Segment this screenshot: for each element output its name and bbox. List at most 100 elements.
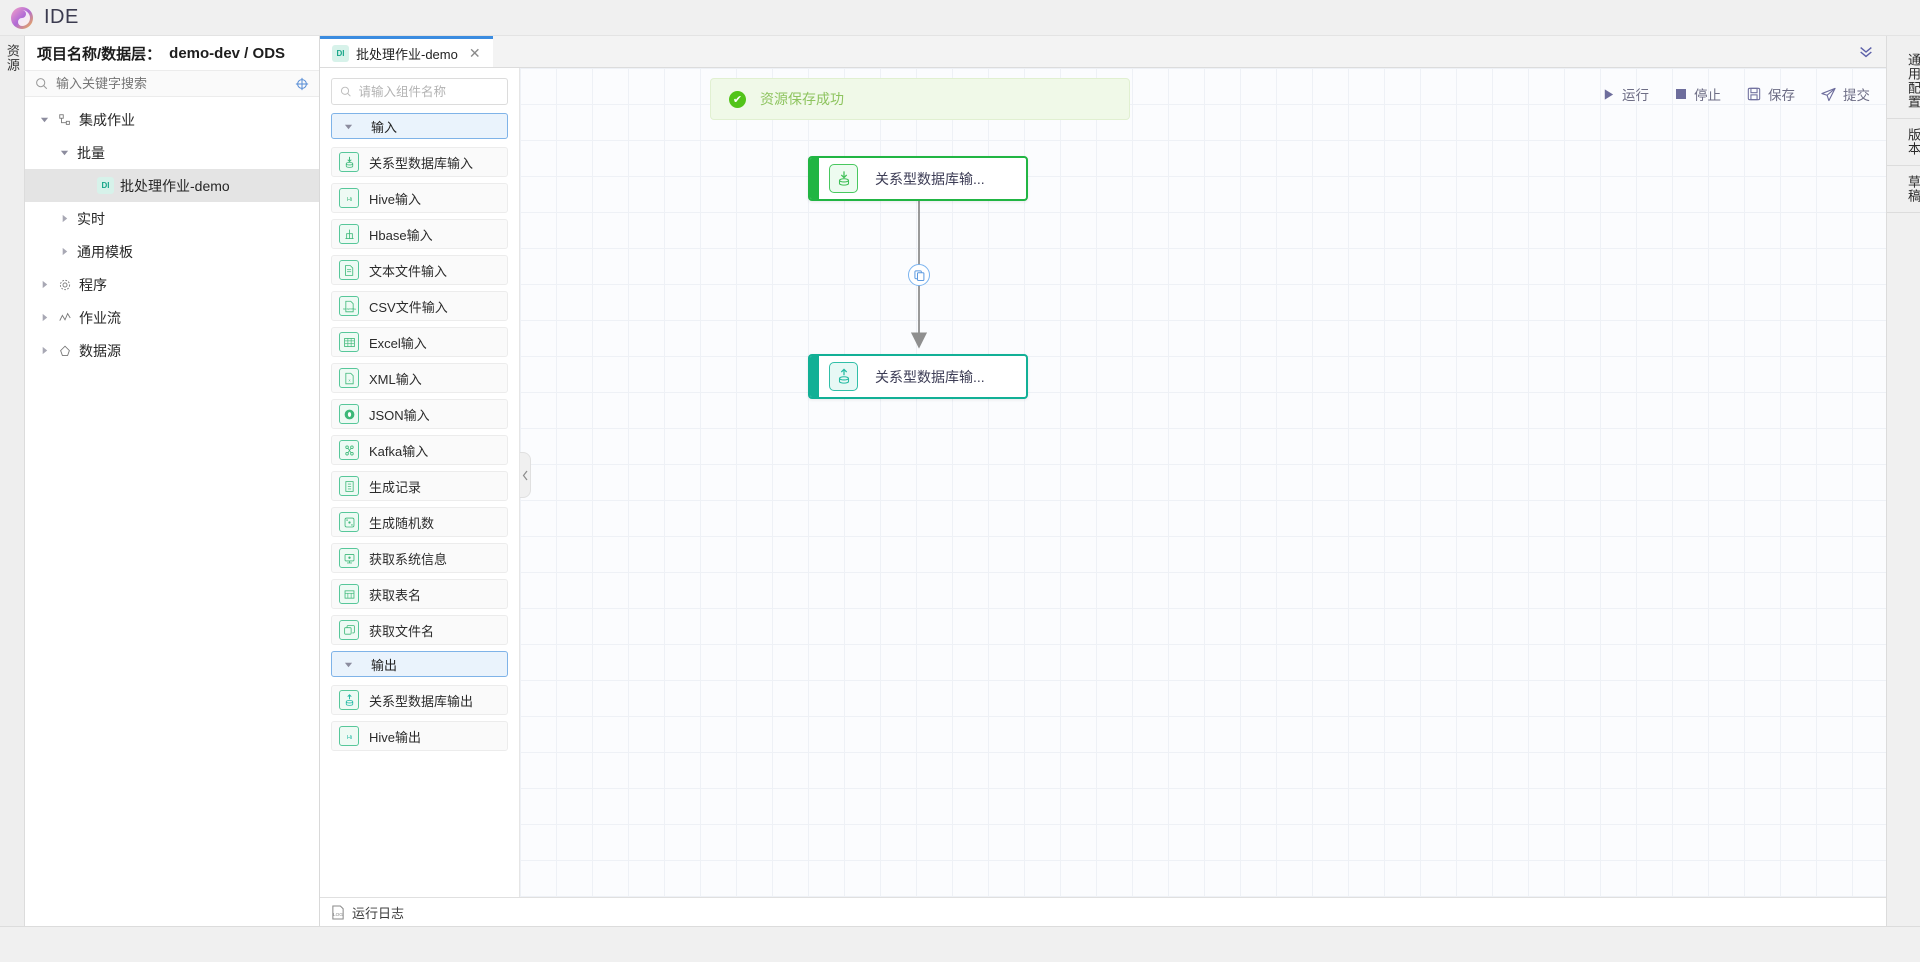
caret-down-icon[interactable] — [60, 148, 69, 157]
palette-item-label: Hive输出 — [369, 729, 422, 745]
chevron-double-down-icon[interactable] — [1846, 36, 1886, 67]
canvas-toolbar: 运行 停止 保存 — [1602, 80, 1870, 108]
editor-tab-batch-job-demo[interactable]: DI 批处理作业-demo ✕ — [320, 36, 493, 67]
palette-group-0[interactable]: 输入 — [331, 113, 508, 139]
palette-item-record-doc[interactable]: 生成记录 — [331, 471, 508, 501]
caret-right-icon[interactable] — [60, 247, 69, 256]
tree-item-label: 批处理作业-demo — [120, 177, 230, 194]
csv-file-icon: #3cb878SV — [339, 296, 359, 316]
palette-item-hive[interactable]: Hi Hive输入 — [331, 183, 508, 213]
caret-right-icon[interactable] — [40, 313, 49, 322]
palette-item-kafka[interactable]: Kafka输入 — [331, 435, 508, 465]
caret-down-icon[interactable] — [344, 122, 353, 131]
caret-right-icon[interactable] — [40, 346, 49, 355]
tree-item-7[interactable]: 数据源 — [25, 334, 319, 367]
flow-node-db-input[interactable]: 关系型数据库输... — [808, 156, 1028, 201]
search-icon — [36, 78, 48, 90]
hbase-icon — [344, 229, 354, 239]
tab-strip-spacer — [493, 36, 1846, 67]
chevron-left-icon — [522, 470, 527, 480]
palette-group-1[interactable]: 输出 — [331, 651, 508, 677]
palette-item-hbase[interactable]: Hbase输入 — [331, 219, 508, 249]
run-log-label: 运行日志 — [352, 905, 405, 921]
tree-caret[interactable] — [37, 311, 51, 325]
tree-caret[interactable] — [37, 344, 51, 358]
run-log-bar[interactable]: LOG 运行日志 — [320, 897, 1886, 926]
palette-item-db-upload[interactable]: 关系型数据库输出 — [331, 685, 508, 715]
flow-canvas[interactable]: ✔ 资源保存成功 运行 停止 — [520, 68, 1886, 897]
tree-item-3[interactable]: 实时 — [25, 202, 319, 235]
palette-item-json-circle[interactable]: JSON输入 — [331, 399, 508, 429]
editor-tab-strip: DI 批处理作业-demo ✕ — [320, 36, 1886, 68]
tree-caret[interactable] — [57, 212, 71, 226]
tree-caret[interactable] — [57, 245, 71, 259]
palette-collapse-handle[interactable] — [520, 452, 531, 498]
caret-down-icon[interactable] — [344, 657, 353, 672]
palette-item-table[interactable]: 获取表名 — [331, 579, 508, 609]
palette-item-monitor[interactable]: 获取系统信息 — [331, 543, 508, 573]
palette-item-db-download[interactable]: 关系型数据库输入 — [331, 147, 508, 177]
send-icon — [1821, 87, 1836, 101]
caret-down-icon[interactable] — [344, 660, 353, 669]
flow-icon — [59, 312, 71, 321]
palette-item-hive[interactable]: Hi Hive输出 — [331, 721, 508, 751]
tree-item-label: 批量 — [77, 144, 105, 161]
tree-caret[interactable] — [37, 278, 51, 292]
palette-item-dice[interactable]: 生成随机数 — [331, 507, 508, 537]
caret-down-icon[interactable] — [40, 115, 49, 124]
palette-search-input[interactable] — [358, 84, 499, 99]
svg-text:LOG: LOG — [333, 912, 343, 917]
excel-grid-icon — [339, 332, 359, 352]
tree-item-1[interactable]: 批量 — [25, 136, 319, 169]
palette-item-label: 获取表名 — [369, 587, 422, 603]
left-rail-tab-resources[interactable]: 资源 — [4, 44, 20, 72]
tree-item-4[interactable]: 通用模板 — [25, 235, 319, 268]
tree-item-6[interactable]: 作业流 — [25, 301, 319, 334]
hive-icon: Hi — [346, 734, 351, 740]
caret-right-icon[interactable] — [60, 214, 69, 223]
tree-caret[interactable] — [57, 146, 71, 160]
monitor-icon — [344, 553, 354, 563]
files-icon — [339, 620, 359, 640]
caret-right-icon[interactable] — [40, 280, 49, 289]
project-header: 项目名称/数据层： demo-dev / ODS — [25, 36, 319, 70]
record-doc-icon — [339, 476, 359, 496]
tree-caret[interactable] — [37, 113, 51, 127]
csv-file-icon: #3cb878SV — [343, 300, 356, 312]
tree-item-5[interactable]: 程序 — [25, 268, 319, 301]
text-file-icon — [344, 264, 353, 276]
palette-item-text-file[interactable]: 文本文件输入 — [331, 255, 508, 285]
palette-item-label: JSON输入 — [369, 407, 430, 423]
stop-button[interactable]: 停止 — [1675, 84, 1721, 104]
palette-item-excel-grid[interactable]: Excel输入 — [331, 327, 508, 357]
hive-icon: Hi — [346, 196, 351, 202]
tree-item-label: 通用模板 — [77, 243, 133, 260]
palette-list: 输入关系型数据库输入 Hi Hive输入 Hbase输入文本文件输入 #3cb878SV… — [320, 113, 519, 897]
right-rail-tab-general-config[interactable]: 通用配置 — [1887, 44, 1920, 119]
flow-node-db-output[interactable]: 关系型数据库输... — [808, 354, 1028, 399]
palette-item-files[interactable]: 获取文件名 — [331, 615, 508, 645]
crosshair-icon[interactable] — [295, 77, 309, 91]
database-cloud-icon — [57, 343, 73, 359]
tree-item-0[interactable]: 集成作业 — [25, 103, 319, 136]
edge-copy-badge[interactable] — [908, 264, 930, 286]
right-rail-tab-draft[interactable]: 草稿 — [1887, 166, 1920, 213]
palette-item-label: 获取系统信息 — [369, 551, 448, 567]
caret-down-icon[interactable] — [344, 119, 353, 134]
dice-icon — [344, 517, 354, 527]
explorer-search-input[interactable] — [56, 76, 287, 91]
run-button[interactable]: 运行 — [1602, 84, 1649, 104]
save-button[interactable]: 保存 — [1747, 84, 1795, 104]
palette-item-label: Hive输入 — [369, 191, 422, 207]
hive-icon: Hi — [339, 188, 359, 208]
right-rail-tab-version[interactable]: 版本 — [1887, 119, 1920, 166]
palette-item-label: Hbase输入 — [369, 227, 433, 243]
close-icon[interactable]: ✕ — [468, 44, 481, 61]
svg-text:Hi: Hi — [346, 734, 351, 740]
submit-button[interactable]: 提交 — [1821, 84, 1870, 104]
